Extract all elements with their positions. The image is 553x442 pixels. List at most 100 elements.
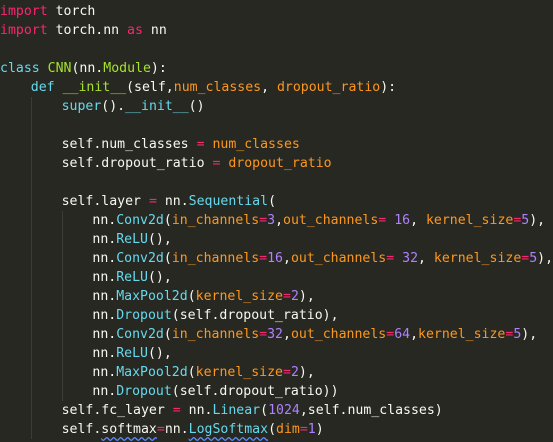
code-text: nn.ReLU(), bbox=[92, 346, 171, 361]
code-token: kernel_size bbox=[195, 289, 283, 304]
code-token: 1 bbox=[307, 422, 316, 437]
code-token: ), bbox=[537, 251, 553, 266]
indent-guide bbox=[30, 230, 32, 249]
code-token: MaxPool2d bbox=[116, 365, 188, 380]
code-token: , bbox=[283, 251, 291, 266]
code-token: = bbox=[513, 213, 522, 228]
code-token: nn. bbox=[180, 403, 213, 418]
code-token: ) bbox=[315, 422, 324, 437]
code-token: , bbox=[410, 213, 426, 228]
code-token bbox=[55, 80, 63, 95]
code-token: 32 bbox=[267, 327, 283, 342]
code-token: nn. bbox=[92, 213, 117, 228]
indent-guide bbox=[61, 325, 63, 344]
code-line: self.fc_layer = nn.Linear(1024,self.num_… bbox=[0, 401, 537, 420]
code-token: = bbox=[148, 194, 157, 209]
code-line: self.layer = nn.Sequential( bbox=[0, 192, 537, 211]
code-token: , bbox=[283, 327, 291, 342]
code-token: ( bbox=[268, 194, 277, 209]
code-token: MaxPool2d bbox=[116, 289, 188, 304]
code-token: 3 bbox=[267, 213, 276, 228]
code-token: self.dropout_ratio bbox=[61, 156, 213, 171]
indent-guide bbox=[30, 249, 32, 268]
code-token: 2 bbox=[290, 289, 299, 304]
code-token: torch.nn bbox=[47, 23, 128, 38]
code-token: nn bbox=[142, 23, 167, 38]
code-line: self.num_classes = num_classes bbox=[0, 135, 537, 154]
code-token: num_classes bbox=[173, 80, 262, 95]
code-token: in_channels bbox=[171, 327, 260, 342]
code-token: import bbox=[0, 23, 48, 38]
code-token: = bbox=[386, 251, 395, 266]
code-text: import torch bbox=[0, 4, 95, 19]
code-line: nn.MaxPool2d(kernel_size=2), bbox=[0, 287, 537, 306]
code-token: 16 bbox=[267, 251, 283, 266]
code-line: nn.Conv2d(in_channels=32,out_channels=64… bbox=[0, 325, 537, 344]
indent-guide bbox=[30, 116, 32, 135]
code-token: = bbox=[282, 365, 291, 380]
code-line: self.softmax=nn.LogSoftmax(dim=1) bbox=[0, 420, 537, 439]
code-token: = bbox=[259, 251, 268, 266]
code-line: nn.ReLU(), bbox=[0, 268, 537, 287]
code-text: nn.ReLU(), bbox=[92, 232, 171, 247]
code-token: num_classes bbox=[212, 137, 300, 152]
code-token: import bbox=[0, 4, 48, 19]
indent-guide bbox=[30, 154, 32, 173]
code-line: nn.MaxPool2d(kernel_size=2), bbox=[0, 363, 537, 382]
code-token: = bbox=[259, 213, 268, 228]
indent-guide bbox=[30, 192, 32, 211]
code-token: (). bbox=[101, 99, 126, 114]
code-token: ( bbox=[187, 289, 196, 304]
code-token: nn. bbox=[92, 384, 117, 399]
code-token: Conv2d bbox=[116, 251, 164, 266]
code-token: kernel_size bbox=[425, 213, 514, 228]
code-token: = bbox=[196, 137, 205, 152]
code-token: 16 bbox=[394, 213, 411, 228]
code-token: = bbox=[378, 213, 387, 228]
code-text: nn.Dropout(self.dropout_ratio)) bbox=[92, 384, 338, 399]
code-token: nn. bbox=[156, 194, 189, 209]
code-token bbox=[40, 61, 48, 76]
code-token: (), bbox=[147, 232, 172, 247]
code-token: __init__ bbox=[125, 99, 189, 114]
code-token: , bbox=[261, 80, 277, 95]
code-token: Dropout bbox=[116, 308, 172, 323]
indent-guide bbox=[30, 325, 32, 344]
code-token: = bbox=[521, 251, 530, 266]
code-text: def __init__(self,num_classes, dropout_r… bbox=[31, 80, 396, 95]
code-token: 64 bbox=[394, 327, 411, 342]
indent-guide bbox=[30, 401, 32, 420]
code-token: , bbox=[418, 251, 434, 266]
indent-guide bbox=[61, 211, 63, 230]
code-token: self.num_classes bbox=[61, 137, 197, 152]
code-token: kernel_size bbox=[195, 365, 283, 380]
code-text: nn.ReLU(), bbox=[92, 270, 171, 285]
indent-guide bbox=[61, 249, 63, 268]
indent-guide bbox=[30, 363, 32, 382]
code-token: LogSoftmax bbox=[188, 422, 269, 437]
code-token: 5 bbox=[521, 213, 530, 228]
code-line bbox=[0, 173, 537, 192]
code-text: self.fc_layer = nn.Linear(1024,self.num_… bbox=[62, 403, 443, 418]
indent-guide bbox=[61, 287, 63, 306]
code-token: (nn. bbox=[71, 61, 104, 76]
code-token: nn. bbox=[92, 308, 117, 323]
indent-guide bbox=[30, 287, 32, 306]
code-line: class CNN(nn.Module): bbox=[0, 59, 537, 78]
indent-guide bbox=[61, 363, 63, 382]
code-token: dropout_ratio bbox=[228, 156, 332, 171]
code-token: (self.dropout_ratio)) bbox=[171, 384, 339, 399]
code-token: Module bbox=[103, 61, 151, 76]
code-token: softmax bbox=[101, 422, 157, 437]
code-token: = bbox=[282, 289, 291, 304]
code-token: nn. bbox=[92, 270, 117, 285]
code-line: nn.Conv2d(in_channels=16,out_channels= 3… bbox=[0, 249, 553, 268]
code-text: self.dropout_ratio = dropout_ratio bbox=[62, 156, 332, 171]
code-token: in_channels bbox=[171, 213, 260, 228]
code-line: def __init__(self,num_classes, dropout_r… bbox=[0, 78, 537, 97]
code-token: nn. bbox=[92, 232, 117, 247]
indent-guide bbox=[30, 382, 32, 401]
code-line: super().__init__() bbox=[0, 97, 537, 116]
code-token: nn. bbox=[92, 346, 117, 361]
